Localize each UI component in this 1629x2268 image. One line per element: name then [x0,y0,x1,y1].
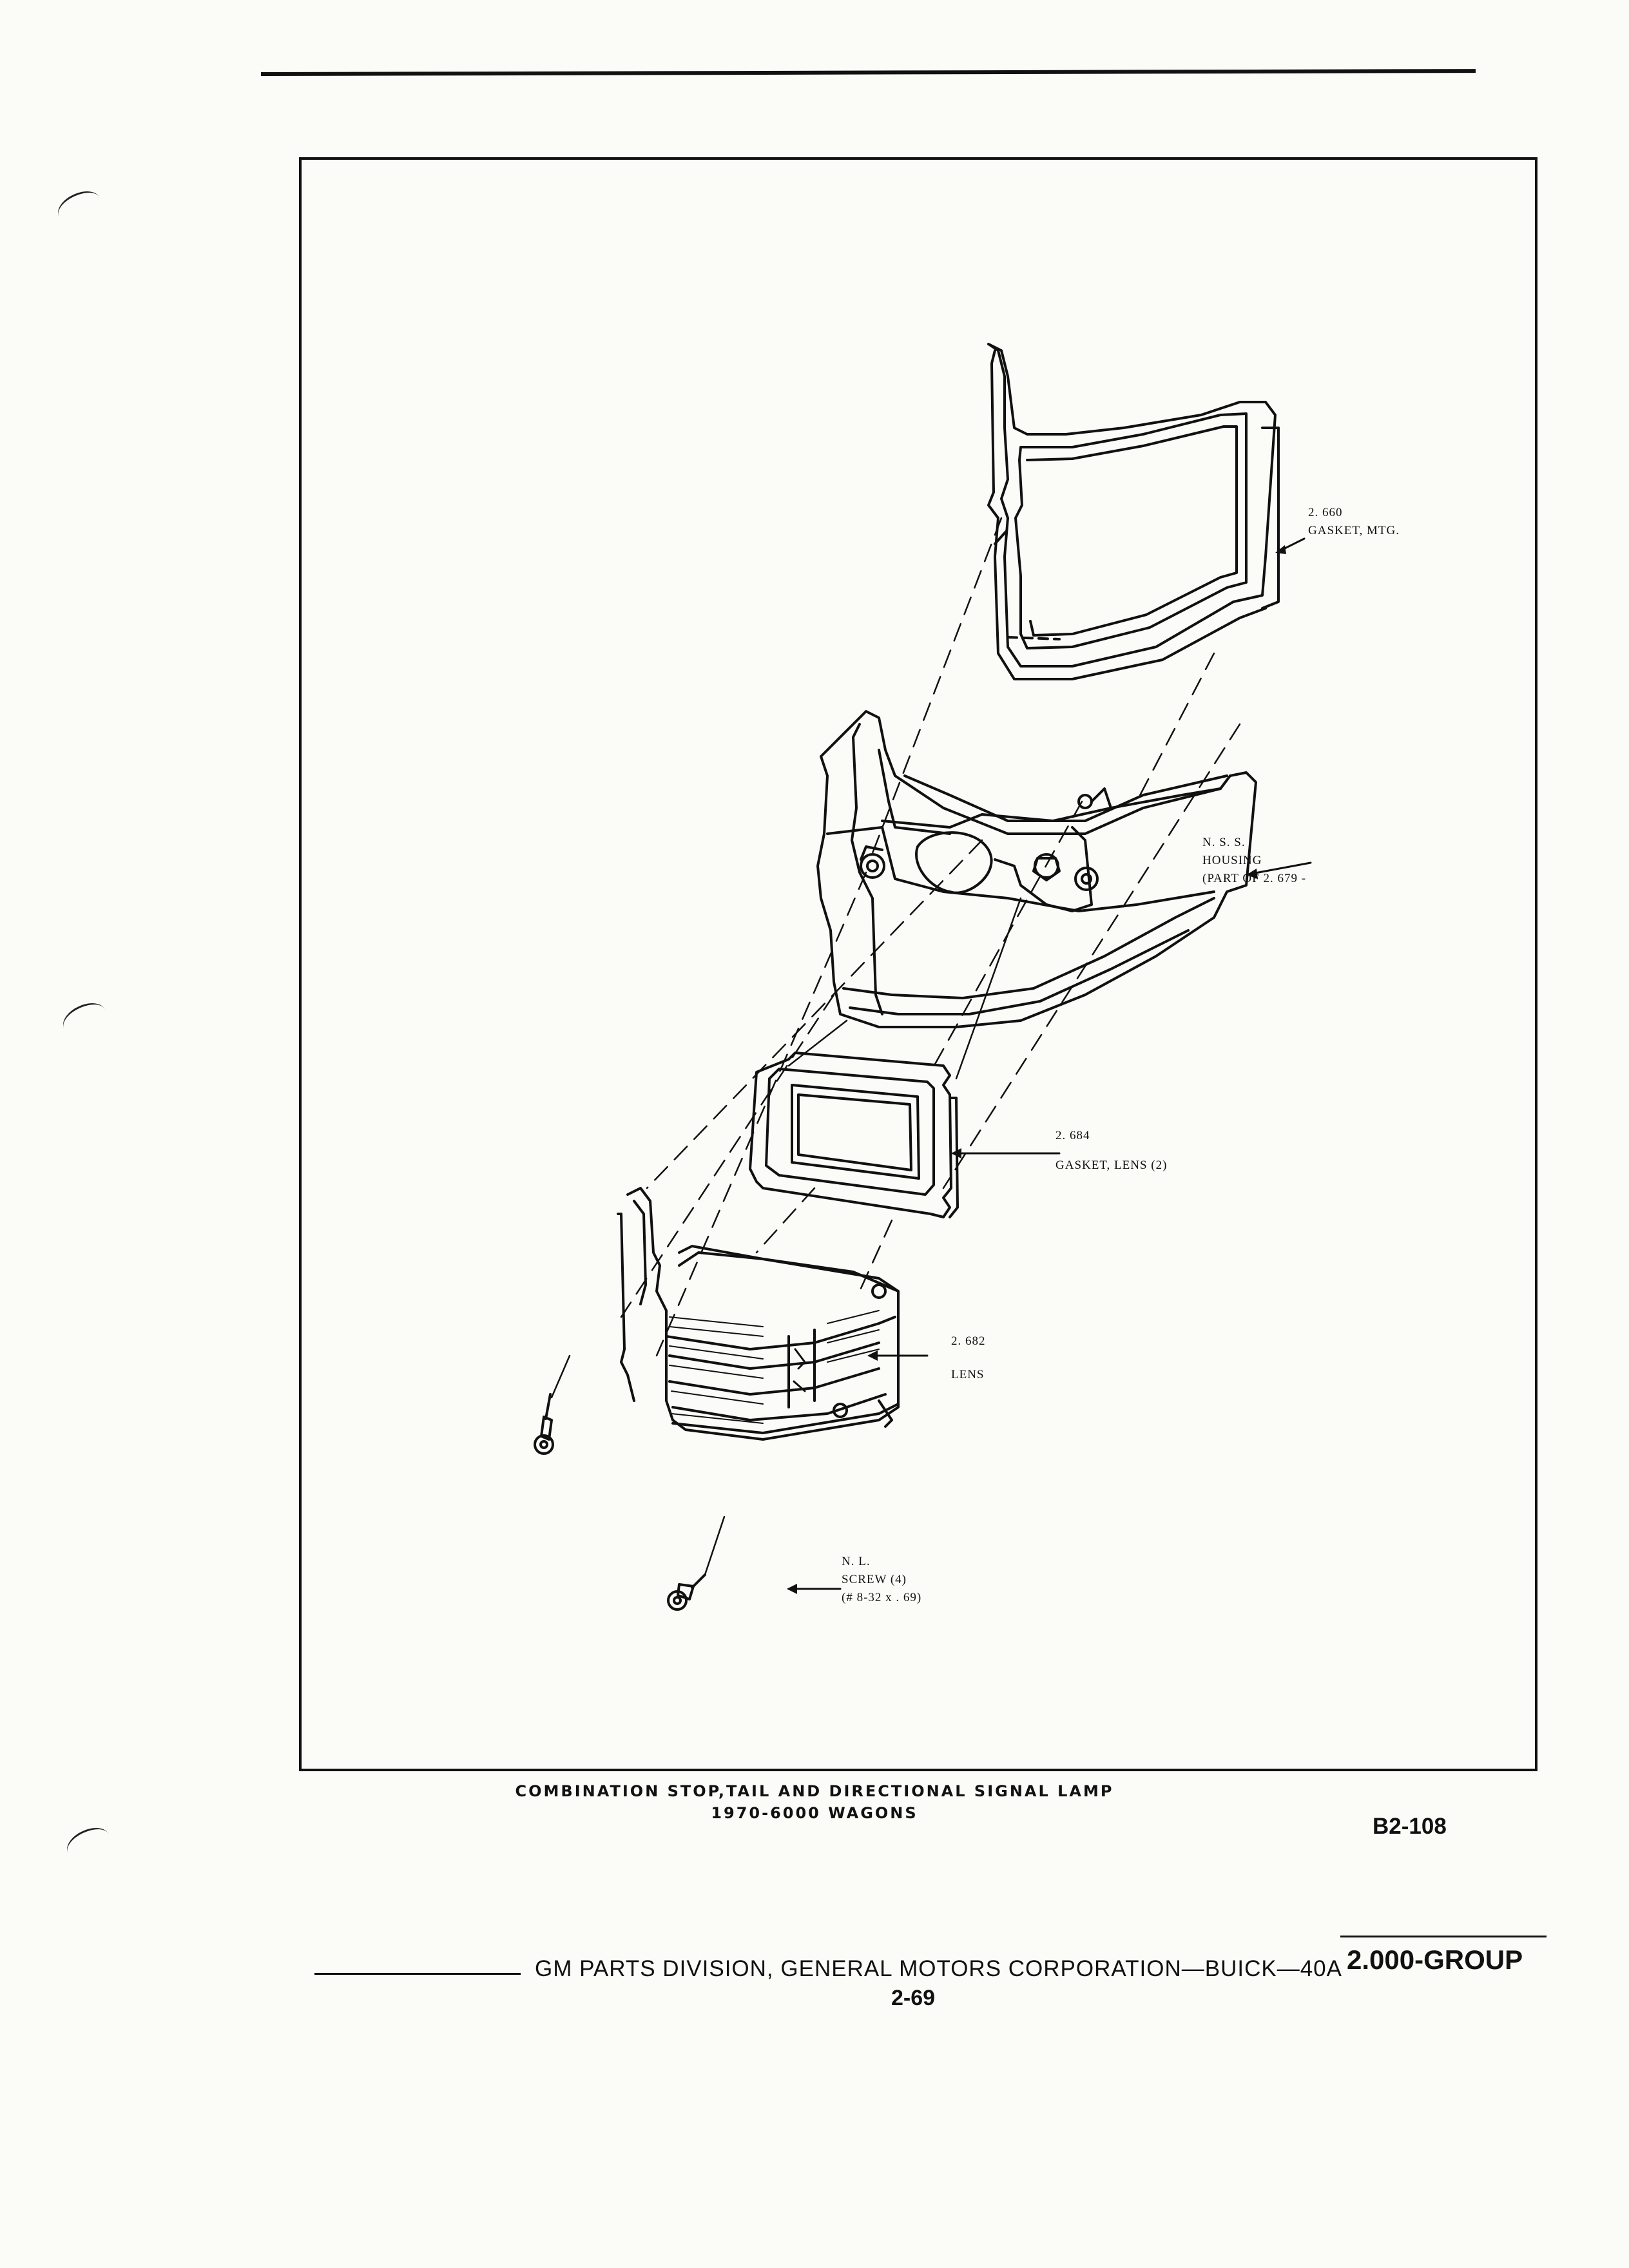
binder-mark-bottom [62,1821,115,1866]
diagram-frame [299,157,1537,1771]
callout-screw-code: N. L. [842,1555,871,1568]
footer-rule-right [1340,1936,1547,1937]
lens-gasket-part [749,1052,959,1218]
callout-mounting-gasket-name: GASKET, MTG. [1308,524,1400,537]
caption-line-1: COMBINATION STOP,TAIL AND DIRECTIONAL SI… [515,1782,1114,1800]
figure-caption: COMBINATION STOP,TAIL AND DIRECTIONAL SI… [0,1780,1629,1824]
caption-line-2: 1970-6000 WAGONS [711,1804,918,1822]
callout-screw: N. L. SCREW (4) (# 8-32 x . 69) [842,1553,921,1607]
alignment-lines [620,517,1241,1357]
lens-part [617,1187,900,1441]
callout-housing-note: (PART OF 2. 679 - [1202,872,1307,885]
callout-lens-number: 2. 682 [951,1334,986,1348]
housing-part [816,710,1257,1028]
callout-screw-name: SCREW (4) [842,1573,907,1586]
binder-mark-middle [58,997,111,1041]
screw-left [534,1393,554,1455]
callout-lens: 2. 682 LENS [951,1325,986,1392]
page-number: 2-69 [891,1986,936,2010]
leader-lines [787,537,1312,1590]
header-rule [260,69,1476,76]
leader-arrows [787,545,1286,1594]
callout-housing-code: N. S. S. [1202,836,1246,849]
footer-publisher: GM PARTS DIVISION, GENERAL MOTORS CORPOR… [535,1956,1342,1981]
callout-lens-gasket-name: GASKET, LENS (2) [1055,1158,1168,1172]
callout-lens-gasket-number: 2. 684 [1055,1129,1090,1142]
screw-right [667,1573,706,1611]
callout-mounting-gasket: 2. 660 GASKET, MTG. [1308,504,1400,540]
group-label: 2.000-GROUP [1347,1945,1523,1975]
callout-housing: N. S. S. HOUSING (PART OF 2. 679 - [1202,834,1306,888]
footer-rule-left [314,1973,521,1975]
callout-screw-spec: (# 8-32 x . 69) [842,1591,922,1604]
callout-lens-name: LENS [951,1368,985,1381]
exploded-view-drawing [534,343,1312,1611]
callout-housing-name: HOUSING [1202,854,1262,867]
binder-mark-top [53,185,106,229]
alignment-solid-lines [550,897,1022,1576]
callout-lens-gasket: 2. 684 GASKET, LENS (2) [1055,1121,1167,1180]
mounting-gasket-part [987,343,1280,680]
callout-mounting-gasket-number: 2. 660 [1308,506,1343,519]
figure-code: B2-108 [1373,1814,1447,1839]
